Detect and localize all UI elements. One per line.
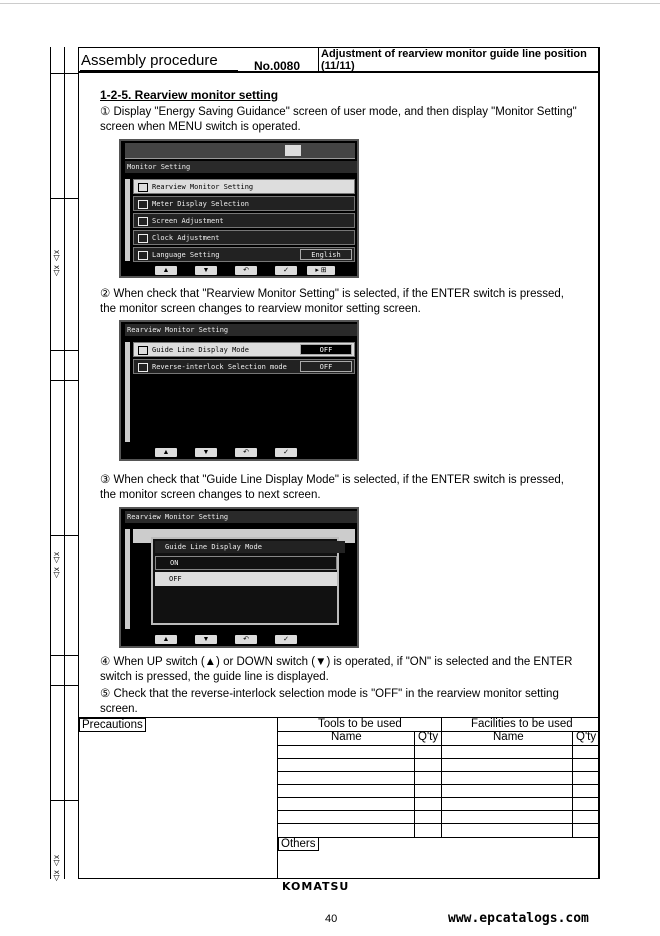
option-off[interactable]: OFF xyxy=(155,572,337,586)
revision-rule xyxy=(50,350,78,351)
table-divider xyxy=(441,717,442,837)
up-button[interactable]: ▲ xyxy=(155,635,177,644)
header-number: No.0080 xyxy=(254,59,301,73)
others-label: Others xyxy=(278,837,319,851)
screen-icon xyxy=(138,216,148,226)
enter-button[interactable]: ✓ xyxy=(275,448,297,457)
monitor-setting-screen: Monitor Setting Rearview Monitor Setting… xyxy=(119,139,359,278)
settings-tab-icon[interactable] xyxy=(285,145,301,156)
back-button[interactable]: ↶ xyxy=(235,635,257,644)
header-title-underline xyxy=(80,70,238,71)
page-number: 40 xyxy=(325,913,338,925)
step-5: ⑤ Check that the reverse-interlock selec… xyxy=(100,688,559,715)
interlock-icon xyxy=(138,362,148,372)
table-rule xyxy=(78,717,600,718)
tools-header: Tools to be used xyxy=(318,718,402,730)
revision-mark: △x △x xyxy=(52,855,61,884)
guide-line-popup-screen: Rearview Monitor Setting Guide Line Disp… xyxy=(119,507,359,648)
enter-button[interactable]: ✓ xyxy=(275,635,297,644)
revision-rule xyxy=(50,73,78,74)
revision-rule xyxy=(50,380,78,381)
down-button[interactable]: ▼ xyxy=(195,266,217,275)
table-row xyxy=(277,771,600,772)
up-button[interactable]: ▲ xyxy=(155,448,177,457)
revision-strip xyxy=(50,47,79,879)
facilities-header: Facilities to be used xyxy=(471,718,573,730)
revision-strip-divider xyxy=(64,47,65,879)
menu-item-screen-adjust[interactable]: Screen Adjustment xyxy=(133,213,355,228)
table-row xyxy=(277,837,600,838)
guide-line-icon xyxy=(138,345,148,355)
language-value: English xyxy=(300,249,352,260)
step-4: ④ When UP switch (▲) or DOWN switch (▼) … xyxy=(100,656,573,683)
revision-mark: △x △x xyxy=(52,250,61,279)
revision-mark: △x △x xyxy=(52,552,61,581)
enter-button[interactable]: ✓ xyxy=(275,266,297,275)
revision-rule xyxy=(50,685,78,686)
table-row xyxy=(277,745,600,746)
table-row xyxy=(277,823,600,824)
revision-rule xyxy=(50,198,78,199)
table-row xyxy=(277,784,600,785)
guide-line-value: OFF xyxy=(300,344,352,355)
language-icon xyxy=(138,250,148,260)
menu-item-rearview[interactable]: Rearview Monitor Setting xyxy=(133,179,355,194)
scrollbar[interactable] xyxy=(125,179,130,261)
page-frame xyxy=(78,47,600,879)
scrollbar[interactable] xyxy=(125,529,130,629)
screen-title: Monitor Setting xyxy=(125,161,357,173)
komatsu-logo: KOMATSU xyxy=(282,880,350,893)
back-button[interactable]: ↶ xyxy=(235,448,257,457)
down-button[interactable]: ▼ xyxy=(195,448,217,457)
meter-icon xyxy=(138,199,148,209)
header-title: Assembly procedure xyxy=(81,52,218,69)
table-row xyxy=(277,810,600,811)
table-row xyxy=(277,758,600,759)
revision-rule xyxy=(50,655,78,656)
back-button[interactable]: ↶ xyxy=(235,266,257,275)
step-1: ① Display "Energy Saving Guidance" scree… xyxy=(100,106,577,133)
facilities-name-header: Name xyxy=(493,731,524,743)
clock-icon xyxy=(138,233,148,243)
screen-title: Rearview Monitor Setting xyxy=(125,511,357,523)
menu-tab-strip xyxy=(125,143,355,159)
reverse-interlock-value: OFF xyxy=(300,361,352,372)
watermark-url: www.epcatalogs.com xyxy=(448,911,589,926)
precautions-label: Precautions xyxy=(79,718,146,732)
revision-rule xyxy=(50,800,78,801)
step-2: ② When check that "Rearview Monitor Sett… xyxy=(100,288,564,315)
header-divider xyxy=(318,47,319,73)
table-row xyxy=(277,797,600,798)
scrollbar[interactable] xyxy=(125,342,130,442)
page-button[interactable]: ▸ ⊞ xyxy=(307,266,335,275)
rearview-setting-screen: Rearview Monitor Setting Guide Line Disp… xyxy=(119,320,359,461)
down-button[interactable]: ▼ xyxy=(195,635,217,644)
option-on[interactable]: ON xyxy=(155,556,337,570)
section-title: 1-2-5. Rearview monitor setting xyxy=(100,88,279,102)
menu-item-clock[interactable]: Clock Adjustment xyxy=(133,230,355,245)
top-rule xyxy=(0,3,660,4)
revision-rule xyxy=(50,535,78,536)
header-box xyxy=(78,47,600,73)
up-button[interactable]: ▲ xyxy=(155,266,177,275)
tools-name-header: Name xyxy=(331,731,362,743)
table-rule xyxy=(277,731,600,732)
header-subtitle: Adjustment of rearview monitor guide lin… xyxy=(321,48,587,72)
tools-qty-header: Q'ty xyxy=(418,731,439,743)
table-divider xyxy=(277,717,278,879)
menu-item-meter[interactable]: Meter Display Selection xyxy=(133,196,355,211)
popup-title: Guide Line Display Mode xyxy=(155,541,345,553)
step-3: ③ When check that "Guide Line Display Mo… xyxy=(100,474,564,501)
screen-title: Rearview Monitor Setting xyxy=(125,324,357,336)
camera-icon xyxy=(138,182,148,192)
facilities-qty-header: Q'ty xyxy=(576,731,597,743)
selection-popup: Guide Line Display Mode ON OFF xyxy=(151,537,345,625)
